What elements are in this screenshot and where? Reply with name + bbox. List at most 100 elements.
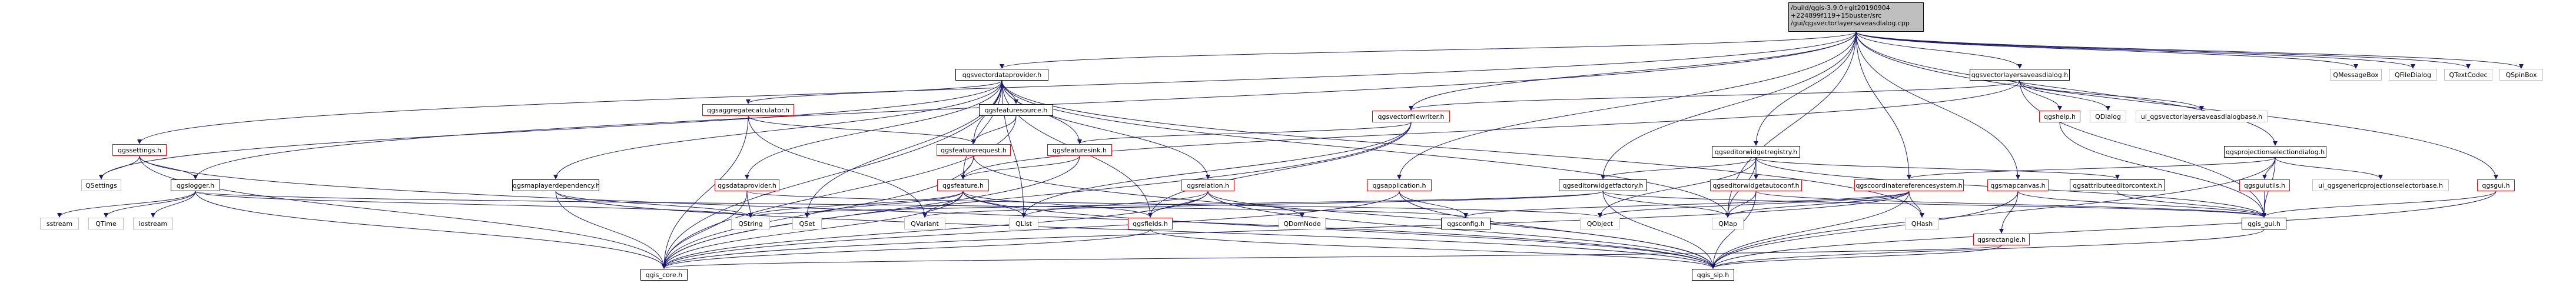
edge-n-vfw-n-fsink [1077,122,1412,144]
edge-root-n-qtc [1855,31,2471,69]
node-qgseditorwidgetautoconf[interactable]: qgseditorwidgetautoconf.h [1710,179,1802,191]
edge-root-n-ewr [1754,31,1857,146]
node-qfiledialog: QFileDialog [2389,69,2437,81]
node-qmessagebox: QMessageBox [2330,69,2382,81]
edge-n-fields-n-core [662,229,1151,269]
edge-root-n-set [137,31,1857,144]
edge-n-crs-n-sip [1711,191,1910,269]
edge-n-vlsad-n-ggui [2019,80,2266,218]
node-qgshelp[interactable]: qgshelp.h [2039,111,2080,122]
node-qgsvectordataprovider[interactable]: qgsvectordataprovider.h [955,69,1048,81]
edge-n-vlsad-n-qdlg [2019,80,2110,111]
node-qgsprojectionselectiondialog[interactable]: qgsprojectionselectiondialog.h [2224,146,2326,158]
edge-n-psd-n-crs [1907,157,2276,179]
node-qgis-core[interactable]: qgis_core.h [640,269,688,281]
dependency-edges [57,31,2524,269]
edge-n-crs-n-qobj [1598,191,1910,218]
edge-n-mc-n-ggui [2017,191,2266,218]
node-qtextcodec: QTextCodec [2444,69,2492,81]
node-sstream: sstream [40,218,79,229]
node-qgsmapcanvas[interactable]: qgsmapcanvas.h [1987,179,2049,191]
edge-n-fsrc-n-freq [971,115,1017,144]
root-line-1: /build/qgis-3.9.0+git20190904 [1791,4,1890,12]
edge-root-n-qgui [1855,31,2498,179]
node-qlist: QList [1009,218,1038,229]
edge-n-vdp-n-qset [99,80,1002,179]
node-qgseditorwidgetfactory[interactable]: qgseditorwidgetfactory.h [1559,179,1647,191]
edge-n-vlsad-n-uivl [2019,80,2204,111]
node-qgsaggregatecalculator[interactable]: qgsaggregatecalculator.h [702,104,794,116]
edge-n-qgui-n-ggui [2262,191,2497,218]
edge-root-n-vdp [1000,31,1857,69]
node-qgsguiutils[interactable]: qgsguiutils.h [2239,179,2290,191]
edge-root-n-qmsg [1855,31,2358,69]
edge-n-set-n-qset [99,155,140,179]
node-qgsrectangle[interactable]: qgsrectangle.h [1973,234,2030,245]
edge-n-vlsad-n-vfw [1409,80,2020,111]
edge-root-n-vlsad [1855,31,2022,69]
node-qgsdataprovider[interactable]: qgsdataprovider.h [715,179,779,191]
edge-n-fields-n-sip [1150,229,1715,269]
edge-root-n-crs [1855,31,1911,179]
node-qgsmaplayerdependency[interactable]: qgsmaplayerdependency.h [512,179,599,191]
node-qgsconfig[interactable]: qgsconfig.h [1441,218,1491,229]
edge-n-set-n-core [139,155,666,269]
node-qgsrelation[interactable]: qgsrelation.h [1181,179,1234,191]
node-qgsfeaturesink[interactable]: qgsfeaturesink.h [1047,144,1112,156]
edge-n-log-n-core [195,191,666,269]
node-qsettings: QSettings [81,179,121,191]
edge-n-ewf-n-qstr [748,191,1604,218]
node-qgsgui[interactable]: qgsgui.h [2477,179,2515,191]
edge-n-app-n-core [662,191,1400,269]
edge-root-n-ewf [1601,31,1857,179]
node-qgis-sip[interactable]: qgis_sip.h [1692,269,1734,281]
edge-n-feat-n-qstr [748,191,964,218]
edge-n-rect-n-core [662,245,2002,269]
node-qgsvectorlayersaveasdialog[interactable]: qgsvectorlayersaveasdialog.h [1970,69,2070,81]
edge-n-app-n-sip [1399,191,1715,269]
edge-n-crs-n-qmap [1725,191,1910,218]
node-qgssettings[interactable]: qgssettings.h [112,144,167,156]
node-qdomnode: QDomNode [1279,218,1326,229]
edge-n-set-n-sip [139,155,1715,269]
node-qgseditorwidgetregistry[interactable]: qgseditorwidgetregistry.h [1712,146,1800,158]
edge-n-log-n-qtime [104,191,196,218]
node-qspinbox: QSpinBox [2499,69,2543,81]
edge-n-vdp-n-dp [745,80,1002,179]
edge-n-mc-n-rect [1999,191,2019,234]
node-qset: QSet [792,218,822,229]
edge-root-n-mc [1855,31,2020,179]
node-qgsfields[interactable]: qgsfields.h [1128,218,1173,229]
edge-n-freq-n-core [662,155,974,269]
node-qgis-gui[interactable]: qgis_gui.h [2242,218,2286,229]
root-line-2: +224899f119+15buster/src [1791,12,1882,19]
edge-n-log-n-qstr [195,191,753,218]
edge-n-ewr-n-ewf [1601,157,1757,179]
edge-n-qgui-n-sip [1711,191,2497,269]
node-qgscoordinatereferencesystem[interactable]: qgscoordinatereferencesystem.h [1854,179,1964,191]
node-qgsapplication[interactable]: qgsapplication.h [1367,179,1432,191]
node-qgsvectorfilewriter[interactable]: qgsvectorfilewriter.h [1372,111,1450,122]
edge-n-mld-n-sip [555,191,1715,269]
node-qgsattributeeditorcontext[interactable]: qgsattributeeditorcontext.h [2070,179,2165,191]
edge-n-vfw-n-qlist [1021,122,1412,218]
edge-n-gu-n-ggui [2262,191,2267,218]
edge-n-aec-n-ggui [2117,191,2266,218]
edge-n-agg-n-core [662,115,749,269]
node-qgslogger[interactable]: qgslogger.h [171,179,220,191]
node-qgsfeaturerequest[interactable]: qgsfeaturerequest.h [937,144,1011,156]
edge-n-ewf-n-ggui [1602,191,2266,218]
edge-n-psd-n-sip [1711,157,2276,269]
node-qgsfeaturesource[interactable]: qgsfeaturesource.h [979,104,1053,116]
node-qtime: QTime [88,218,124,229]
node-qobject: QObject [1580,218,1620,229]
edge-n-mld-n-qstr [555,191,753,218]
node-qhash: QHash [1905,218,1939,229]
root-line-3: /gui/qgsvectorlayersaveasdialog.cpp [1791,19,1910,27]
edge-n-crs-n-qhash [1908,191,1924,218]
edge-n-crs-n-cfg [1463,191,1910,218]
node-qgsfeature[interactable]: qgsfeature.h [937,179,989,191]
edge-n-log-n-ss [57,191,196,218]
node-qstring: QString [731,218,770,229]
edge-n-feat-n-sip [962,191,1715,269]
